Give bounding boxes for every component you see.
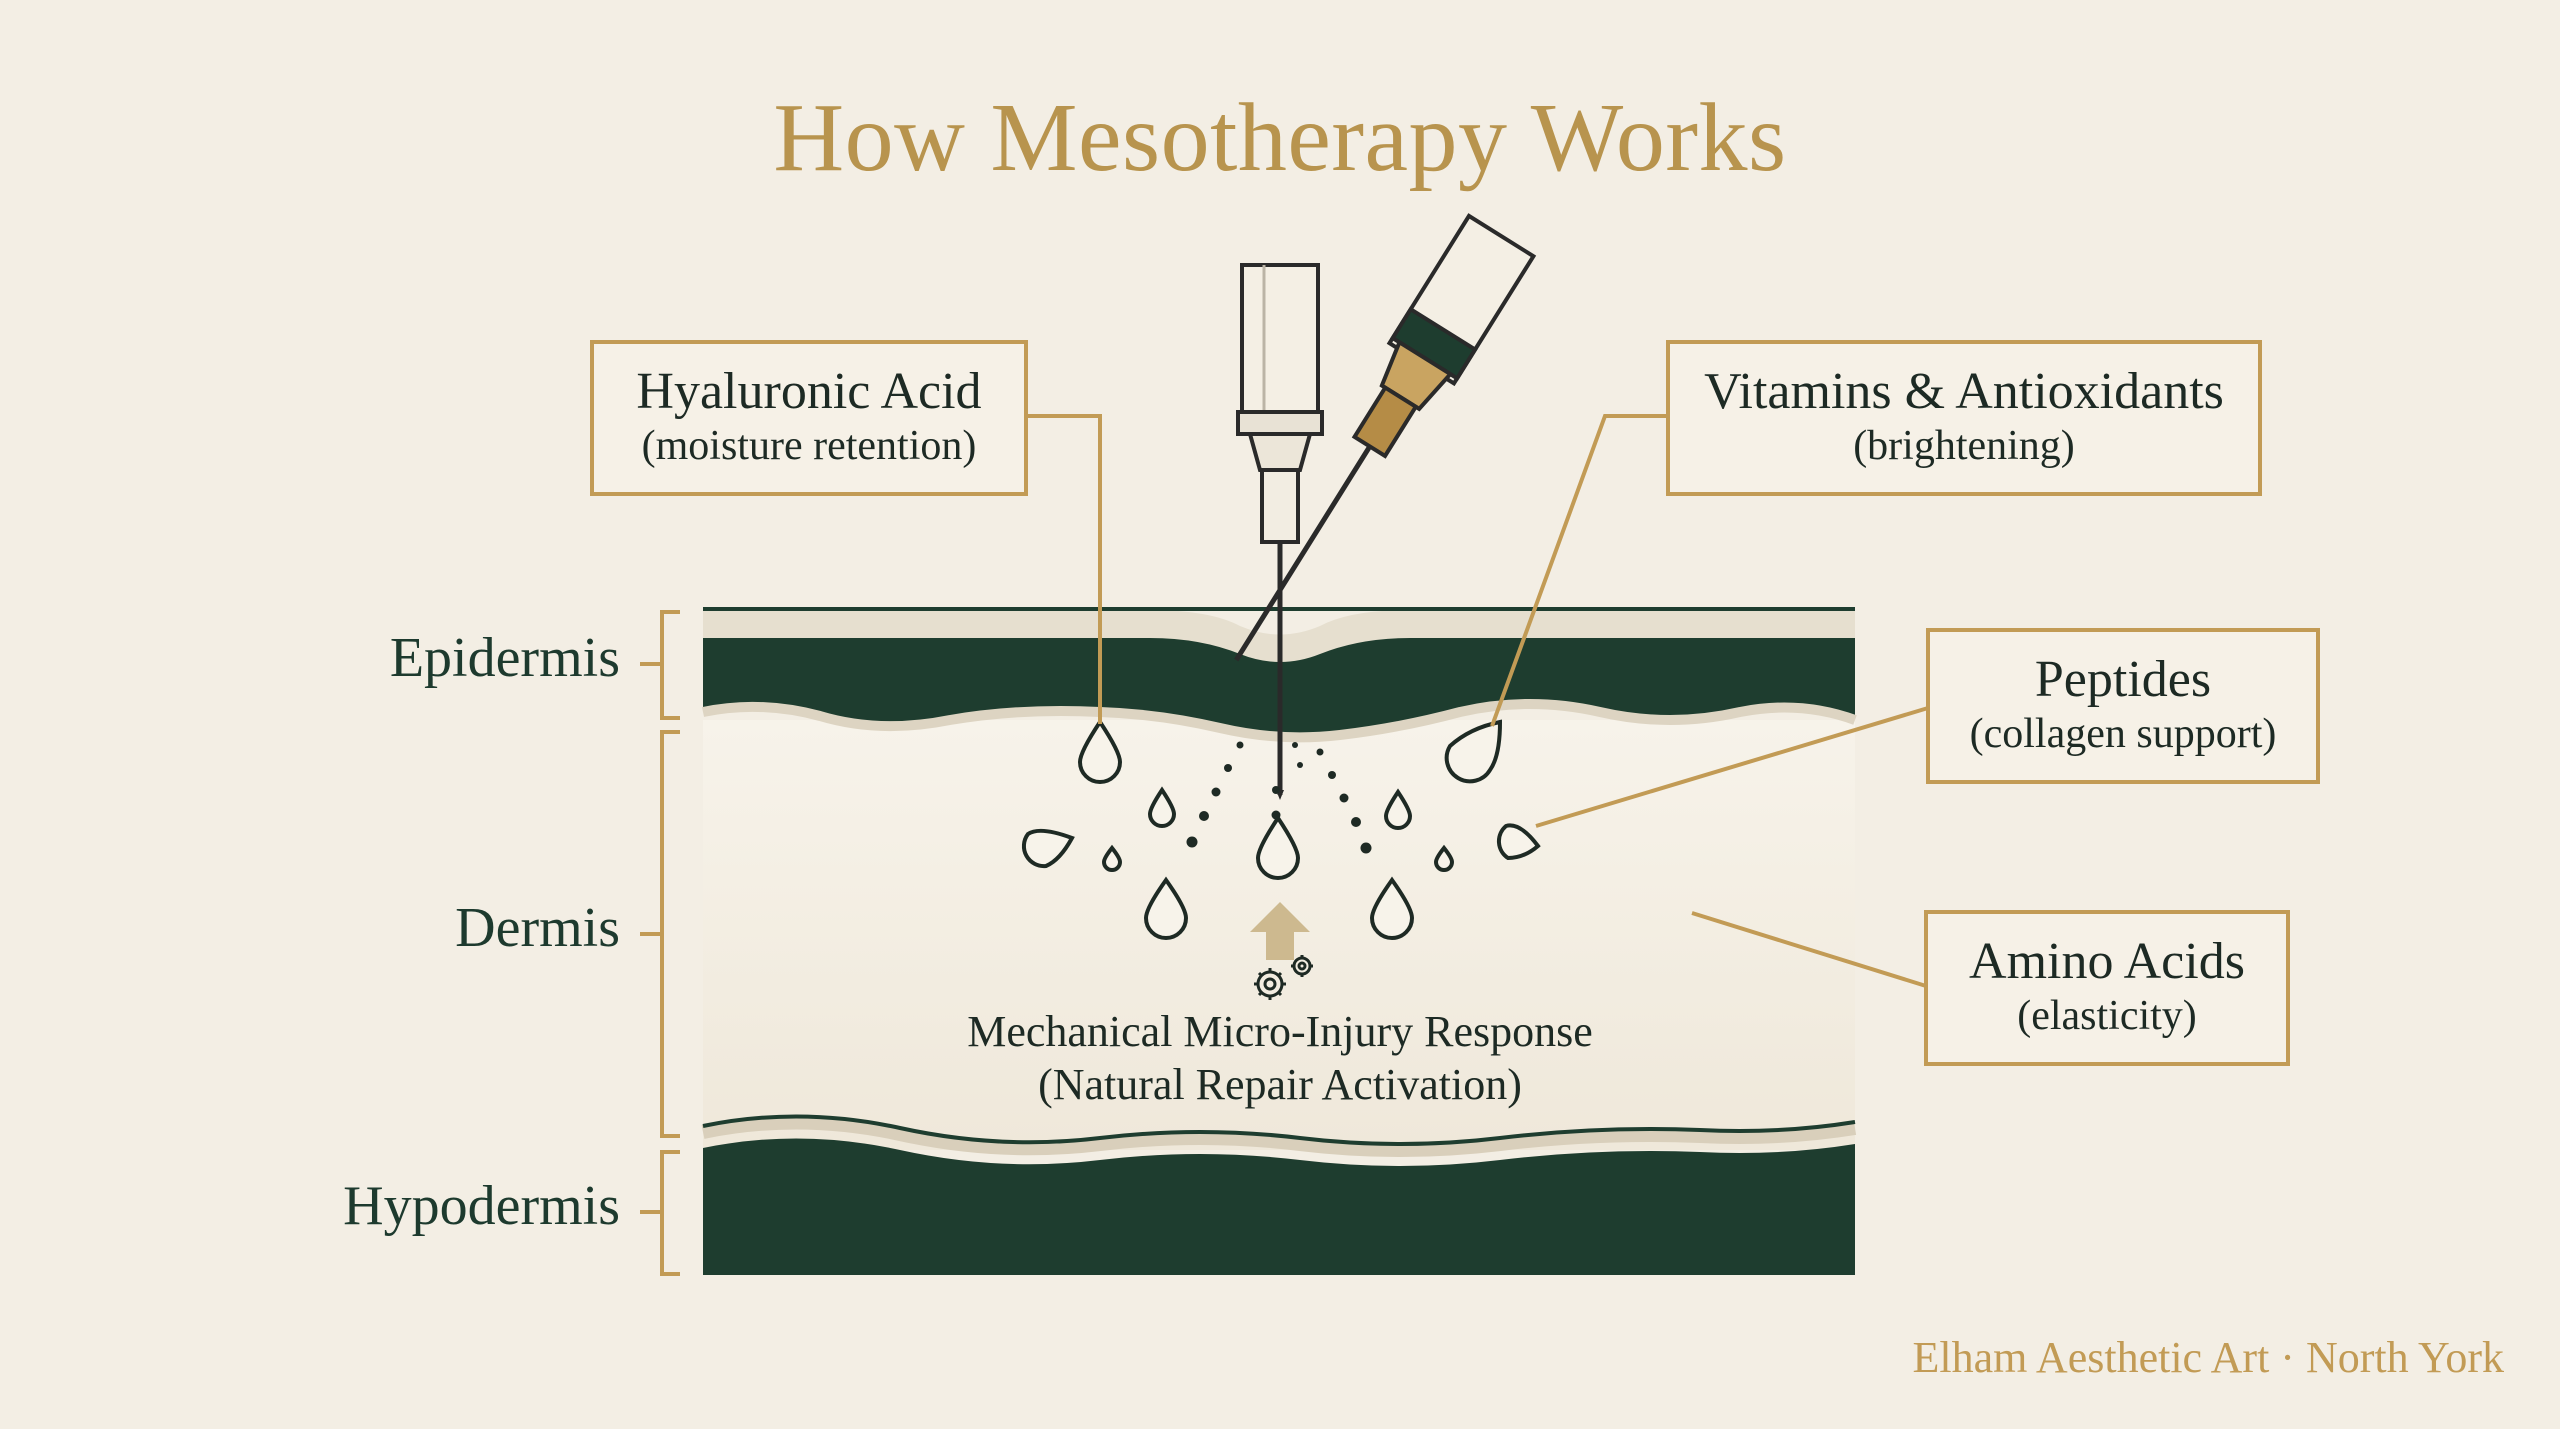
droplet	[1143, 876, 1189, 940]
callout-hyaluronic-acid: Hyaluronic Acid (moisture retention)	[590, 340, 1028, 496]
droplet	[1147, 786, 1177, 828]
droplet	[1369, 876, 1415, 940]
callout-name: Vitamins & Antioxidants	[1704, 363, 2224, 421]
droplet	[1077, 718, 1123, 784]
label-dermis: Dermis	[455, 897, 620, 959]
syringe-vertical	[1236, 263, 1324, 800]
layer-brackets	[640, 610, 680, 1276]
repair-arrow	[1250, 902, 1310, 960]
page-title: How Mesotherapy Works	[773, 84, 1787, 192]
syringe-angled	[1234, 213, 1537, 662]
callout-connectors	[1026, 414, 1929, 988]
response-line-2: (Natural Repair Activation)	[1038, 1059, 1522, 1109]
callout-sub: (brightening)	[1853, 423, 2075, 470]
micro-injury-response: Mechanical Micro-Injury Response (Natura…	[880, 1006, 1680, 1112]
callout-peptides: Peptides (collagen support)	[1926, 628, 2320, 784]
droplet	[1433, 844, 1455, 872]
callout-amino-acids: Amino Acids (elasticity)	[1924, 910, 2290, 1066]
spray-dots	[1186, 741, 1372, 854]
label-hypodermis: Hypodermis	[343, 1175, 620, 1237]
callout-vitamins-antioxidants: Vitamins & Antioxidants (brightening)	[1666, 340, 2262, 496]
droplet	[1255, 814, 1301, 880]
callout-sub: (moisture retention)	[641, 423, 977, 470]
droplet	[1383, 788, 1413, 830]
callout-name: Hyaluronic Acid	[636, 363, 982, 421]
hypodermis-upper-edge	[701, 1115, 1857, 1157]
droplet	[1101, 844, 1123, 872]
response-line-1: Mechanical Micro-Injury Response	[967, 1007, 1593, 1056]
droplet	[1496, 823, 1541, 861]
hypodermis-dark-line	[702, 1114, 1856, 1146]
gears-icon	[1254, 955, 1313, 1000]
droplet	[1021, 828, 1075, 869]
label-epidermis: Epidermis	[389, 627, 620, 689]
droplet	[1444, 719, 1503, 784]
brand-footer: Elham Aesthetic Art · North York	[1912, 1333, 2504, 1382]
droplets	[1021, 718, 1541, 940]
callout-sub: (collagen support)	[1969, 711, 2277, 758]
callout-sub: (elasticity)	[2017, 993, 2197, 1040]
callout-name: Peptides	[2034, 651, 2212, 709]
hypodermis-layer	[703, 1138, 1855, 1275]
epidermis-lower-edge	[701, 699, 1857, 743]
callout-name: Amino Acids	[1969, 933, 2245, 991]
